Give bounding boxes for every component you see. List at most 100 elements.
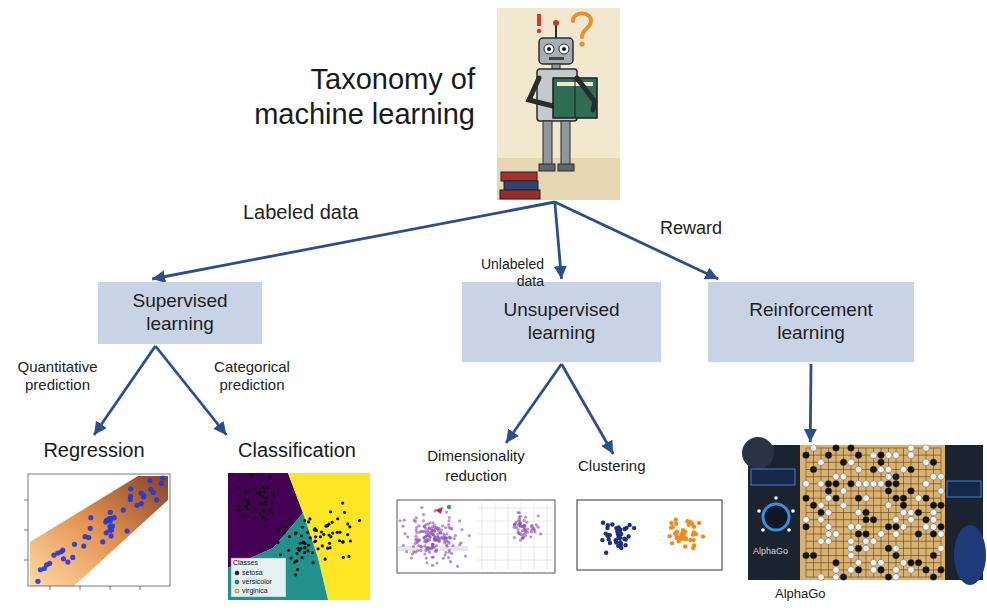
alphago-screen-part (757, 509, 761, 513)
alphago-screen-part (763, 504, 789, 530)
go-stones-part (938, 502, 945, 509)
panel-heading: Dimensionality reduction (409, 446, 544, 485)
box-label: Unsupervised learning (487, 299, 637, 345)
data-points-part (314, 535, 317, 538)
go-stones-part (810, 552, 817, 559)
data-points-part (349, 539, 352, 542)
data-points-part (348, 525, 351, 528)
data-points-part (523, 519, 526, 522)
alphago-screen-part (742, 437, 774, 469)
robot-illustration-part (537, 29, 541, 33)
regression-plot-part-part (24, 500, 28, 501)
go-stones-part (870, 559, 877, 566)
alphago-screen-part-part (941, 448, 942, 577)
go-stones-part (855, 559, 862, 566)
data-points-part (296, 568, 299, 571)
data-points-part (51, 553, 56, 558)
go-stones-part (855, 524, 862, 531)
go-stones-part (885, 473, 892, 480)
panel-caption: AlphaGo (775, 586, 826, 602)
go-stones-part (930, 509, 937, 516)
go-stones-part (825, 531, 832, 538)
data-points-part (147, 478, 152, 483)
data-points-part (683, 536, 687, 540)
data-points-part (442, 557, 445, 560)
go-stones-part (885, 488, 892, 495)
data-points-part (606, 523, 610, 527)
data-points-part (287, 549, 290, 552)
category-box: Unsupervised learning (462, 282, 661, 362)
go-stones-part (825, 495, 832, 502)
go-stones-part (878, 559, 885, 566)
go-stones-part (893, 545, 900, 552)
data-points-part (513, 523, 516, 526)
go-stones-part (855, 509, 862, 516)
go-stones-part (855, 466, 862, 473)
regression-plot-part (10, 470, 175, 606)
data-points-part (417, 539, 420, 542)
go-stones-part (833, 445, 840, 452)
data-points-part (460, 528, 463, 531)
data-points-part (295, 531, 298, 534)
go-stones-part (885, 481, 892, 488)
data-points-part (448, 526, 451, 529)
data-points-part (328, 542, 331, 545)
data-points-part (302, 541, 305, 544)
data-points-part (624, 537, 628, 541)
robot-illustration-part (497, 8, 620, 200)
data-points-part (100, 539, 105, 544)
go-stones-part (885, 574, 892, 581)
data-points-part (519, 515, 522, 518)
go-stones-part (908, 466, 915, 473)
data-points-part (443, 540, 446, 543)
go-stones-part (818, 574, 825, 581)
go-stones-part (923, 495, 930, 502)
data-points-part (311, 551, 314, 554)
go-stones-part (803, 452, 810, 459)
regression-plot-part-part (140, 586, 141, 590)
data-points-part (423, 552, 426, 555)
dimensionality-plot-part (477, 503, 552, 570)
go-stones-part (863, 545, 870, 552)
go-stones-part (818, 502, 825, 509)
alphago-screen-part (947, 481, 981, 497)
data-points-part (264, 501, 267, 504)
panel-heading: Classification (222, 438, 372, 462)
data-points-part (243, 499, 246, 502)
data-points-part (450, 527, 453, 530)
data-points-part (302, 541, 305, 544)
robot-illustration-part (562, 47, 566, 51)
data-points-part (343, 511, 346, 514)
dimensionality-plot-part (435, 507, 443, 514)
go-stones-part (803, 516, 810, 523)
go-stones-part (855, 531, 862, 538)
panel-heading: Regression (10, 438, 178, 462)
data-points-part (675, 530, 679, 534)
data-points-part (426, 548, 429, 551)
regression-plot-part (24, 500, 140, 590)
box-label: Supervised learning (115, 290, 245, 336)
go-stones-part (878, 466, 885, 473)
data-points-part (338, 539, 341, 542)
data-points-part (422, 519, 425, 522)
dimensionality-plot-part (397, 500, 555, 573)
data-points-part (684, 537, 688, 541)
alphago-screen (742, 437, 986, 585)
data-points-part (295, 552, 298, 555)
data-points-part (294, 573, 297, 576)
regression-plot (10, 470, 175, 606)
go-stones-part (930, 524, 937, 531)
data-points-part (270, 511, 273, 514)
robot-illustration-part (504, 181, 538, 190)
data-points-part (47, 561, 52, 566)
data-points-part (358, 519, 361, 522)
data-points-part (342, 540, 345, 543)
data-points-part (414, 538, 417, 541)
data-points-part (60, 548, 65, 553)
data-points-part (691, 538, 695, 542)
robot-illustration-part (539, 38, 573, 64)
data-points-part (260, 502, 263, 505)
data-points-part (329, 535, 332, 538)
go-stones-part (855, 567, 862, 574)
go-stones-part (938, 524, 945, 531)
